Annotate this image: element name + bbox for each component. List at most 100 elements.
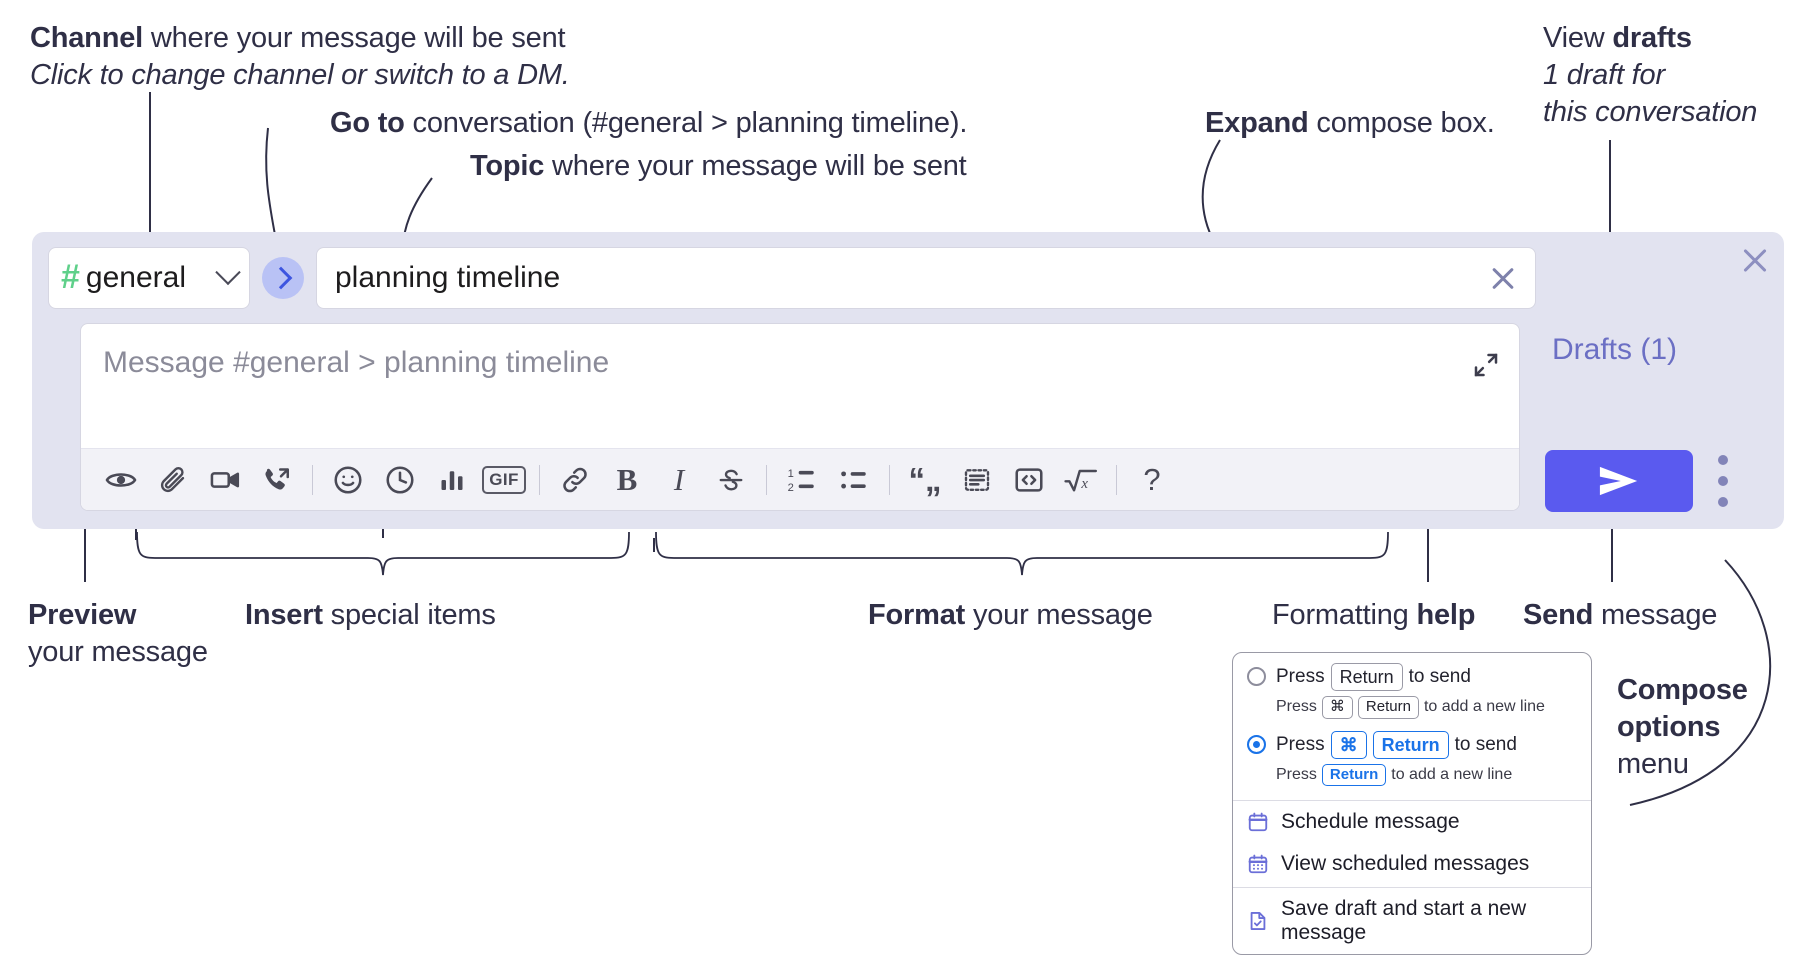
calendar-view-icon [1248, 854, 1268, 874]
ordered-list-icon[interactable]: 1 2 [776, 454, 828, 506]
formatting-help-icon[interactable]: ? [1126, 454, 1178, 506]
menu-divider [1233, 800, 1591, 802]
annotation-drafts-italic1: 1 draft for [1543, 59, 1665, 92]
opt2-key-return: Return [1372, 730, 1449, 759]
svg-text:1: 1 [788, 467, 794, 479]
opt2-sub-pre: Press [1276, 765, 1317, 783]
menu-option-cmd-return-subtext: Press Return to add a new line [1233, 759, 1591, 788]
compose-header-row: # general planning timeline [48, 247, 1536, 309]
opt1-key-return: Return [1330, 663, 1403, 692]
menu-option-return-to-send[interactable]: Press Return to send [1233, 653, 1591, 692]
close-panel-icon[interactable] [1740, 245, 1770, 275]
hash-icon: # [61, 257, 80, 296]
send-button[interactable] [1545, 450, 1693, 512]
annotation-preview-bold: Preview [28, 599, 137, 631]
poll-icon[interactable] [426, 454, 478, 506]
menu-item-label: Save draft and start a new message [1281, 897, 1527, 945]
compose-options-menu[interactable]: Press Return to send Press ⌘ Return to a… [1232, 652, 1592, 955]
preview-icon[interactable] [95, 454, 147, 506]
kebab-dot [1718, 476, 1728, 486]
annotation-send: Send message [1523, 597, 1717, 634]
annotation-expand: Expand compose box. [1205, 105, 1495, 142]
code-icon[interactable] [1003, 454, 1055, 506]
opt1-sub-pre: Press [1276, 698, 1317, 716]
toolbar-divider [312, 464, 313, 495]
opt1-sub-key-cmd: ⌘ [1321, 696, 1353, 719]
video-icon[interactable] [199, 454, 251, 506]
italic-label: I [673, 461, 685, 497]
annotation-format: Format your message [868, 597, 1153, 634]
message-input-card[interactable]: Message #general > planning timeline [80, 323, 1520, 511]
gif-icon[interactable]: GIF [478, 454, 530, 506]
radio-return-to-send[interactable] [1247, 667, 1266, 686]
chevron-right-icon [269, 266, 293, 290]
bold-label: B [616, 461, 638, 497]
compose-box: # general planning timeline Message #gen… [32, 232, 1784, 529]
menu-item-view-scheduled-messages[interactable]: View scheduled messages [1233, 843, 1591, 885]
goto-conversation-button[interactable] [262, 257, 304, 299]
brace-insert [136, 531, 630, 576]
annotation-help-lead: Formatting [1272, 599, 1417, 631]
annotation-drafts-lead: View [1543, 22, 1613, 54]
annotation-help: Formatting help [1272, 597, 1475, 634]
annotation-send-bold: Send [1523, 599, 1594, 631]
strikethrough-icon[interactable] [705, 454, 757, 506]
opt1-sub-post: to add a new line [1423, 698, 1545, 716]
clear-topic-icon[interactable] [1489, 264, 1517, 292]
blockquote-glyph: “„ [908, 460, 942, 498]
annotation-drafts-bold: drafts [1612, 22, 1692, 54]
svg-text:x: x [1080, 475, 1088, 491]
compose-options-button[interactable] [1718, 455, 1728, 507]
annotation-send-rest: message [1593, 599, 1718, 631]
toolbar-divider [539, 464, 540, 495]
annotation-drafts: View drafts 1 draft for this conversatio… [1543, 20, 1757, 131]
toolbar-divider [1116, 464, 1117, 495]
opt2-post: to send [1454, 733, 1517, 755]
annotation-channel-rest: where your message will be sent [143, 22, 566, 54]
italic-icon[interactable]: I [653, 454, 705, 506]
chevron-down-icon [215, 259, 241, 286]
blockquote-icon[interactable]: “„ [899, 454, 951, 506]
expand-icon[interactable] [1471, 350, 1501, 380]
channel-selector[interactable]: # general [48, 247, 250, 309]
bold-icon[interactable]: B [601, 454, 653, 506]
math-icon[interactable]: x [1055, 454, 1107, 506]
annotation-insert-bold: Insert [245, 599, 323, 631]
opt1-pre: Press [1276, 666, 1325, 688]
annotation-format-bold: Format [868, 599, 966, 631]
topic-input[interactable]: planning timeline [316, 247, 1536, 309]
save-draft-icon [1250, 912, 1266, 931]
link-icon[interactable] [549, 454, 601, 506]
gif-label: GIF [482, 465, 526, 494]
annotation-topic-rest: where your message will be sent [544, 150, 967, 182]
menu-item-save-draft[interactable]: Save draft and start a new message [1233, 888, 1591, 954]
opt2-sub-key-return: Return [1321, 763, 1387, 787]
code-block-icon[interactable] [951, 454, 1003, 506]
annotation-compose-options: Compose options menu [1617, 672, 1748, 783]
annotation-channel-bold: Channel [30, 22, 143, 54]
annotation-expand-bold: Expand [1205, 107, 1309, 139]
emoji-icon[interactable] [322, 454, 374, 506]
drafts-link[interactable]: Drafts (1) [1552, 333, 1678, 366]
radio-cmd-return-to-send[interactable] [1247, 734, 1266, 754]
attachment-icon[interactable] [147, 454, 199, 506]
opt2-sub-post: to add a new line [1391, 765, 1513, 783]
send-arrow-icon [1599, 466, 1638, 496]
kebab-dot [1718, 455, 1728, 465]
annotation-compose-line1: Compose [1617, 674, 1748, 706]
annotation-compose-line3: menu [1617, 748, 1689, 781]
menu-option-cmd-return-to-send[interactable]: Press ⌘ Return to send [1233, 721, 1591, 759]
annotation-preview: Preview your message [28, 597, 208, 671]
bulleted-list-icon[interactable] [828, 454, 880, 506]
annotation-goto: Go to conversation (#general > planning … [330, 105, 967, 142]
help-label: ? [1143, 461, 1161, 497]
opt1-sub-key-return: Return [1357, 696, 1419, 719]
kebab-dot [1718, 497, 1728, 507]
formatting-toolbar: GIF B I [81, 448, 1519, 510]
annotation-preview-rest: your message [28, 636, 208, 669]
huddle-icon[interactable] [251, 454, 303, 506]
menu-item-label: Schedule message [1281, 810, 1460, 834]
menu-item-schedule-message[interactable]: Schedule message [1233, 801, 1591, 843]
clock-icon[interactable] [374, 454, 426, 506]
message-placeholder: Message #general > planning timeline [103, 346, 610, 379]
